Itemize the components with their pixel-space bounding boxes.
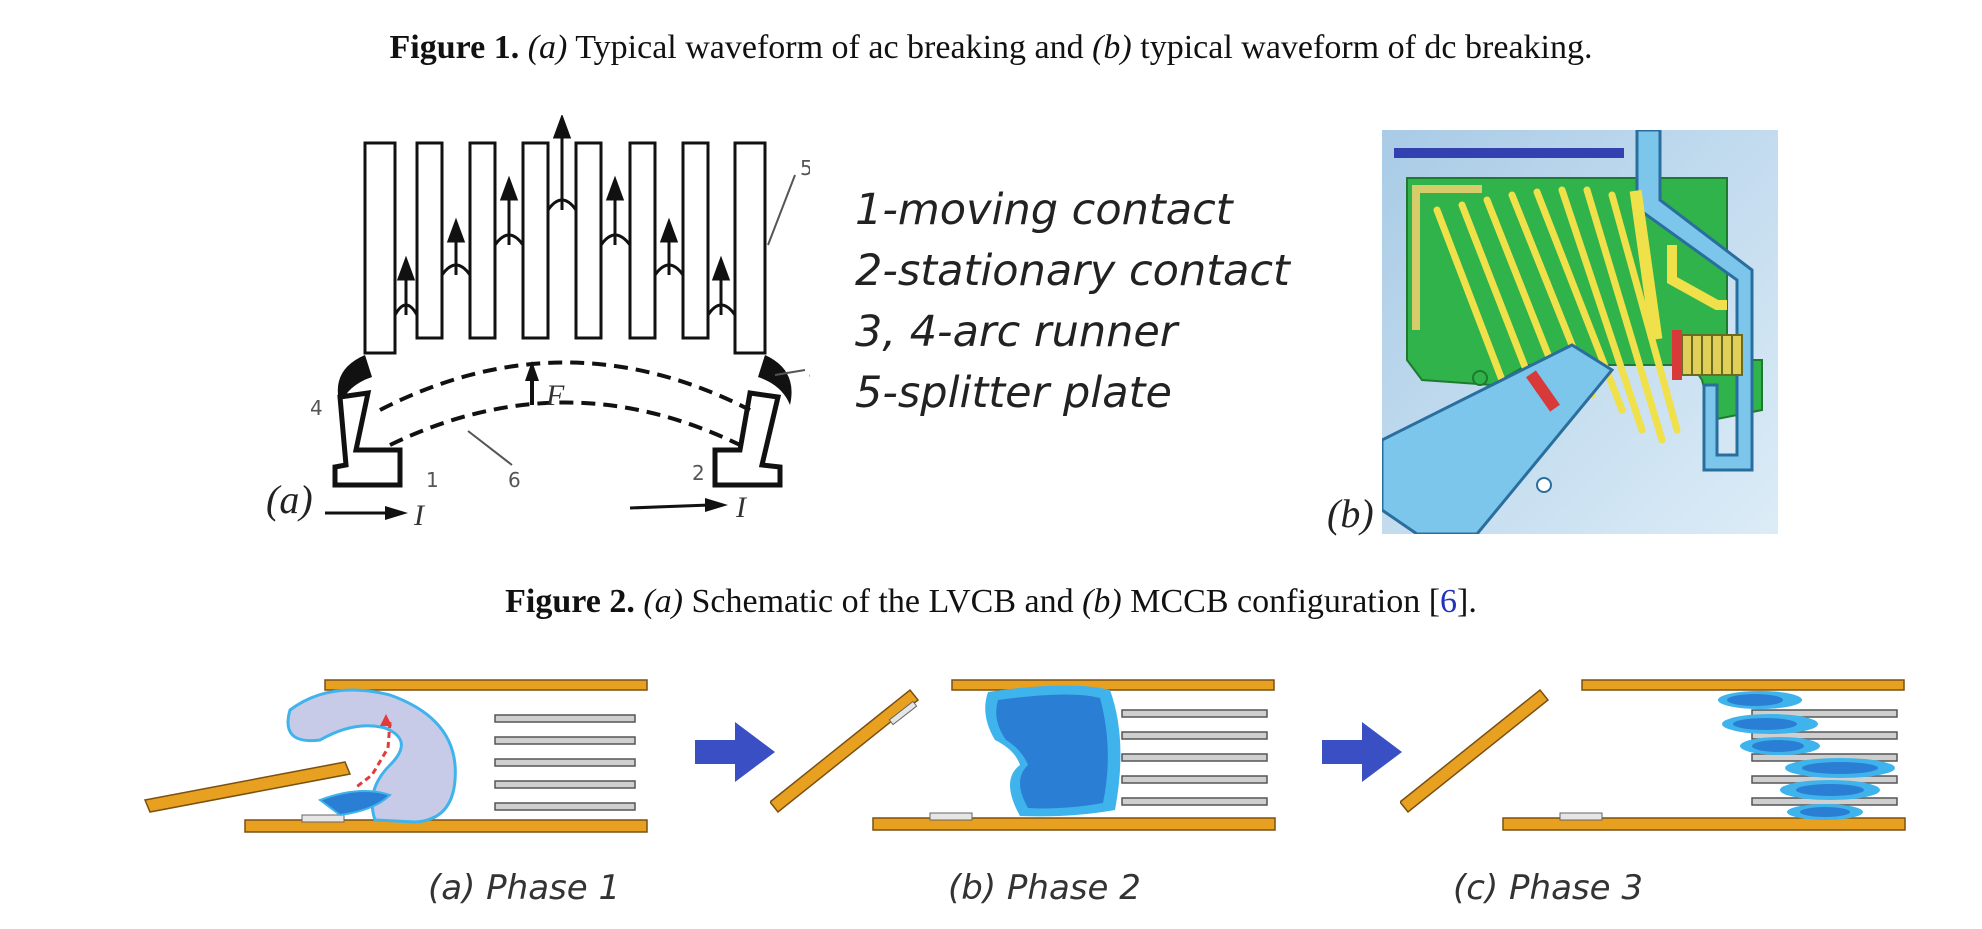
mccb-panel-label: (b) <box>1327 491 1374 536</box>
mccb-vent-strip <box>1412 185 1482 330</box>
phase3-moving-contact <box>1400 688 1550 814</box>
phase1-current-marker <box>380 714 392 726</box>
mccb-runner-bend <box>1667 245 1727 310</box>
phase2-arc-core <box>996 694 1108 809</box>
phase3-contact-pad <box>1559 812 1603 821</box>
phase1-arc-plasma <box>286 688 457 824</box>
splitter-plate <box>363 141 397 355</box>
figure2-text-b: MCCB configuration [ <box>1121 583 1441 620</box>
force-label: F <box>545 379 565 412</box>
phase3-arc-segments <box>1718 691 1895 820</box>
phase2-splitter-plates <box>1121 709 1268 806</box>
figure1-text-b: typical waveform of dc breaking. <box>1131 29 1593 66</box>
figure1-label: Figure 1. <box>389 29 520 66</box>
figure2-reference-link[interactable]: 6 <box>1440 583 1458 620</box>
phase1-top-rail <box>324 679 648 691</box>
current-label-right: I <box>735 491 748 524</box>
phase3-top-rail <box>1581 679 1905 691</box>
label-6: 6 <box>508 468 521 492</box>
phase2-moving-pad <box>888 700 918 726</box>
mccb-pivot-bottom <box>1536 477 1552 493</box>
mccb-diagram <box>1382 130 1778 534</box>
mccb-contact-red <box>1526 370 1560 412</box>
figure1-part-a: (a) <box>527 29 568 66</box>
moving-contact <box>332 390 403 488</box>
mccb-contact-red-right <box>1672 330 1682 380</box>
phase-3-diagram <box>1400 679 1906 831</box>
current-arrow-right <box>705 498 728 512</box>
lvcb-panel-label: (a) <box>266 477 313 522</box>
mccb-top-bar <box>1394 148 1624 158</box>
label-4: 4 <box>310 396 323 420</box>
splitter-plate <box>574 141 603 340</box>
stationary-contact <box>712 390 783 488</box>
figure1-text-a: Typical waveform of ac breaking and <box>567 29 1093 66</box>
phase1-splitter-plates <box>494 714 636 811</box>
phase2-top-rail <box>951 679 1275 691</box>
phase1-contact-pad <box>301 814 345 823</box>
phase-2-label: (b) Phase 2 <box>948 868 1141 908</box>
force-arrow <box>525 361 539 381</box>
figure2-part-a: (a) <box>643 583 683 620</box>
mccb-arc-runner <box>1629 189 1663 341</box>
current-arrow-left <box>385 506 408 520</box>
figure1-caption: Figure 1. (a) Typical waveform of ac bre… <box>0 28 1982 68</box>
arc-path-outer <box>379 360 751 412</box>
phase-2-diagram <box>770 679 1276 831</box>
phase-arrow-1 <box>695 722 775 782</box>
arc-motion-arrows <box>396 115 731 315</box>
mccb-moving-arm <box>1382 343 1615 534</box>
figure2-text-end: ]. <box>1457 583 1477 620</box>
label-2: 2 <box>692 461 705 485</box>
phase1-current-path <box>354 721 392 790</box>
lvcb-legend: 1-moving contact 2-stationary contact 3,… <box>855 180 1290 424</box>
arc-runner-3 <box>758 355 792 405</box>
phase-arrow-2 <box>1322 722 1402 782</box>
lvcb-schematic: F 5 3 4 1 6 2 I I <box>310 115 810 532</box>
phase1-arc-core <box>317 790 392 817</box>
figure2-part-b: (b) <box>1082 583 1122 620</box>
current-label-left: I <box>413 499 426 532</box>
phase1-moving-contact <box>143 761 352 813</box>
legend-item-arc-runner: 3, 4-arc runner <box>855 307 1178 357</box>
mccb-pivot-top <box>1472 370 1488 386</box>
phase-1-diagram <box>143 679 648 833</box>
splitter-plates <box>363 141 767 355</box>
figure2-label: Figure 2. <box>505 583 635 620</box>
splitter-plate <box>415 141 444 340</box>
phase1-bottom-rail <box>244 819 648 833</box>
phase3-bottom-rail <box>1502 817 1906 831</box>
phase2-bottom-rail <box>872 817 1276 831</box>
legend-item-splitter-plate: 5-splitter plate <box>855 368 1172 418</box>
splitter-plate <box>733 141 767 355</box>
phase-3-label: (c) Phase 3 <box>1453 868 1643 908</box>
phase-1-label: (a) Phase 1 <box>428 868 621 908</box>
arc-runner-4 <box>337 355 372 405</box>
legend-item-moving-contact: 1-moving contact <box>855 185 1233 235</box>
label-5: 5 <box>800 156 810 180</box>
label-3: 3 <box>808 358 810 382</box>
label-1: 1 <box>426 468 439 492</box>
phase2-moving-contact <box>770 688 920 814</box>
splitter-plate <box>468 141 497 340</box>
figure1-part-b: (b) <box>1092 29 1132 66</box>
phase2-contact-pad <box>929 812 973 821</box>
arc-path-inner <box>389 400 741 447</box>
mccb-side-frame <box>1635 130 1754 472</box>
splitter-plate <box>681 141 710 340</box>
splitter-plate <box>628 141 657 340</box>
splitter-plate <box>521 141 550 340</box>
figure2-caption: Figure 2. (a) Schematic of the LVCB and … <box>0 582 1982 622</box>
figure2-text-a: Schematic of the LVCB and <box>682 583 1083 620</box>
legend-item-stationary-contact: 2-stationary contact <box>855 246 1290 296</box>
